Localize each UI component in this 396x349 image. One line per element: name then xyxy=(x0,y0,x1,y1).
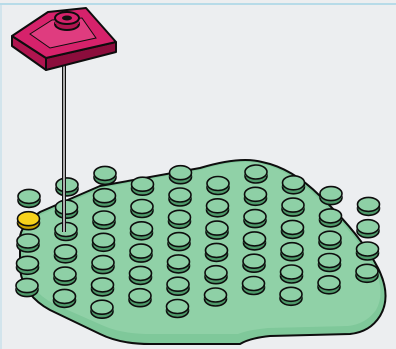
plate-stud xyxy=(17,188,41,209)
plate-stud xyxy=(168,187,192,207)
plate-stud xyxy=(53,266,77,286)
stud-grid xyxy=(15,164,381,320)
plate-stud xyxy=(92,210,116,230)
plate-stud xyxy=(15,277,39,298)
plate-stud xyxy=(279,286,303,307)
plate-stud xyxy=(128,287,152,308)
plate-stud xyxy=(130,176,155,196)
plate-stud xyxy=(241,275,266,296)
plate-stud xyxy=(130,198,154,219)
plate-stud xyxy=(204,242,229,263)
plate-stud xyxy=(355,263,379,284)
plate-stud xyxy=(206,175,230,196)
plate-stud xyxy=(318,230,342,250)
plate-stud xyxy=(54,199,79,219)
plate-stud xyxy=(128,265,153,286)
plate-stud xyxy=(91,232,116,253)
plate-stud xyxy=(243,186,268,207)
plate-stud xyxy=(167,209,192,230)
plate-stud xyxy=(281,197,305,217)
plate-stud xyxy=(205,198,230,218)
plate-stud xyxy=(90,277,115,297)
plate-stud xyxy=(317,252,342,273)
plate-stud xyxy=(55,177,79,197)
plate-stud xyxy=(279,264,304,284)
plate-stud xyxy=(243,208,267,229)
plate-stud xyxy=(16,233,40,253)
plate-stud xyxy=(90,299,114,320)
plate-stud xyxy=(165,298,190,319)
plate-stud xyxy=(319,185,343,206)
plate-stud xyxy=(166,254,191,274)
plate-stud xyxy=(92,187,117,208)
plate-stud xyxy=(205,220,229,240)
plate-stud xyxy=(355,241,380,261)
highlighted-stud xyxy=(16,210,41,231)
tile-2x2-with-center-stud xyxy=(11,7,117,71)
plate-stud xyxy=(281,175,306,195)
plate-stud xyxy=(52,288,77,309)
plate-stud xyxy=(53,244,78,264)
plate-stud xyxy=(204,264,228,285)
plate-stud xyxy=(93,165,117,186)
plate-stud xyxy=(244,164,268,184)
plate-stud xyxy=(280,241,304,262)
plate-stud xyxy=(242,231,267,251)
plate-stud xyxy=(129,221,154,241)
plate-stud xyxy=(166,276,190,297)
plate-stud xyxy=(168,164,193,185)
tile-top xyxy=(11,7,117,59)
plate-stud xyxy=(318,208,343,228)
plate-stud xyxy=(15,255,40,276)
plate-stud xyxy=(356,196,381,217)
plate-stud xyxy=(203,287,228,307)
plate-stud xyxy=(91,254,115,275)
plate-stud xyxy=(167,231,191,252)
plate-stud xyxy=(280,219,305,240)
plate-stud xyxy=(356,218,380,239)
plate-stud xyxy=(129,243,153,263)
plate-stud xyxy=(317,274,341,295)
heart-shaped-plate xyxy=(15,159,387,345)
tile-center-stud-hole xyxy=(62,15,72,21)
plate-stud xyxy=(242,253,266,274)
